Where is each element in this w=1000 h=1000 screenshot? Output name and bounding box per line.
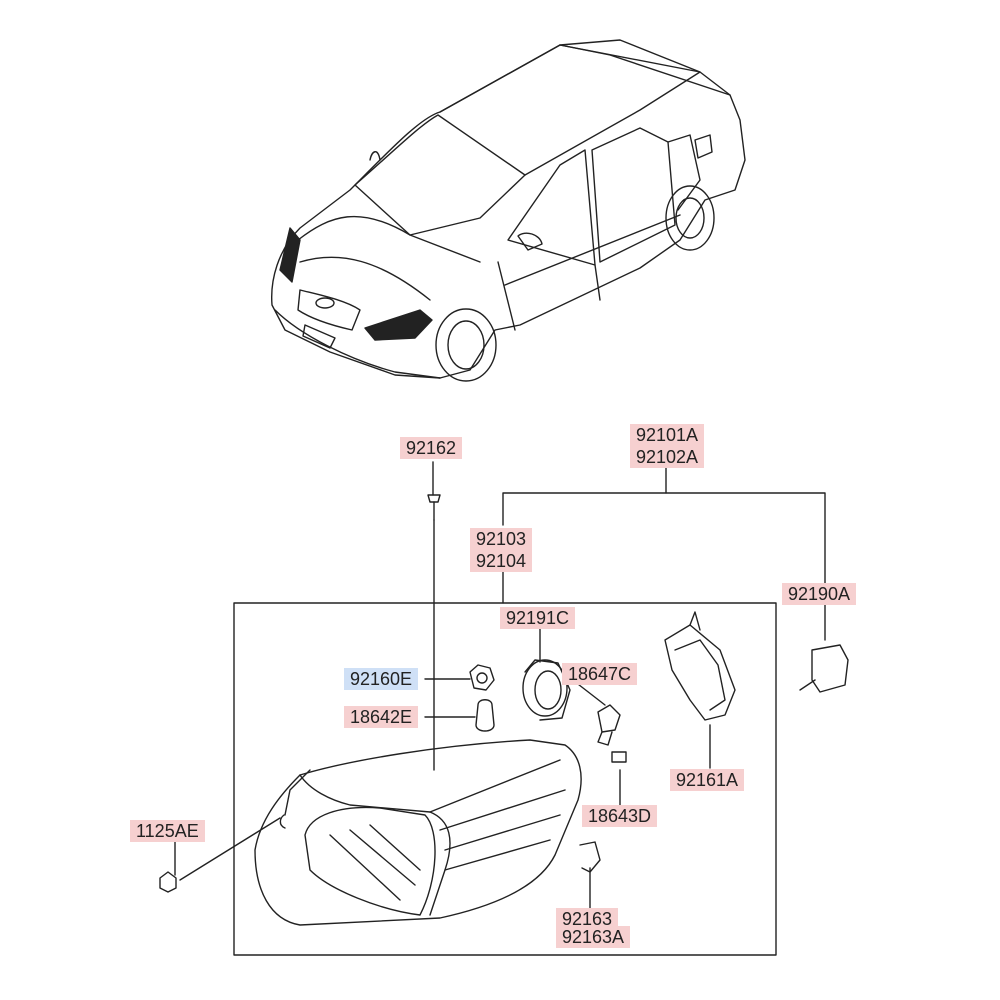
part-label-92101a[interactable]: 92101A [630, 424, 705, 446]
part-label-92163[interactable]: 92163 [556, 908, 619, 930]
side-bulb [475, 699, 495, 732]
part-label-1125ae[interactable]: 1125AE [130, 820, 205, 842]
part-label-92160e[interactable]: 92160E [344, 668, 419, 690]
headlamp-housing [254, 739, 582, 926]
part-label-92161a[interactable]: 92161A [670, 769, 745, 791]
small-bulb [611, 751, 627, 763]
headlamp-bulb [597, 704, 621, 746]
part-label-92104[interactable]: 92104 [470, 550, 533, 572]
assembly-frame [233, 602, 777, 956]
part-label-18643d[interactable]: 18643D [582, 805, 658, 827]
car-illustration [271, 39, 746, 382]
part-label-92191c[interactable]: 92191C [500, 607, 576, 629]
part-label-92190a[interactable]: 92190A [782, 583, 857, 605]
bulb-clip [664, 611, 736, 721]
screw-top [427, 494, 441, 521]
part-label-18647c[interactable]: 18647C [562, 663, 638, 685]
bulb-socket [469, 664, 495, 691]
bolt-left [159, 871, 177, 893]
part-label-92102a[interactable]: 92102A [630, 446, 705, 468]
aiming-actuator [799, 644, 849, 693]
part-label-92163a[interactable]: 92163A [556, 926, 631, 948]
rubber-seal [579, 841, 601, 873]
part-label-92162[interactable]: 92162 [400, 437, 463, 459]
part-label-92103[interactable]: 92103 [470, 528, 533, 550]
part-label-18642e[interactable]: 18642E [344, 706, 419, 728]
leader-lines [174, 461, 826, 911]
